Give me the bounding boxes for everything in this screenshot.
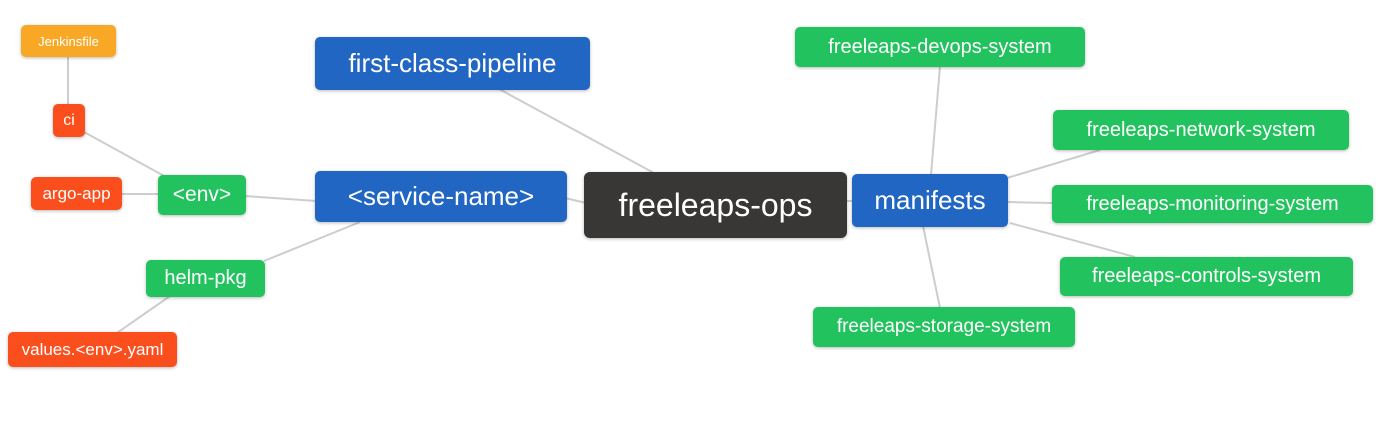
node-freeleaps-devops-system[interactable]: freeleaps-devops-system (795, 27, 1085, 67)
node-argo-app[interactable]: argo-app (31, 177, 122, 210)
edge-manifests-storage (922, 225, 941, 309)
edge-manifests-monitoring (1006, 201, 1054, 204)
edge-values-helm-pkg (116, 295, 171, 334)
node-freeleaps-storage-system[interactable]: freeleaps-storage-system (813, 307, 1075, 347)
node-freeleaps-ops-root[interactable]: freeleaps-ops (584, 172, 847, 238)
node-env[interactable]: <env> (158, 175, 246, 215)
node-service-name[interactable]: <service-name> (315, 171, 567, 222)
node-first-class-pipeline[interactable]: first-class-pipeline (315, 37, 590, 90)
edge-manifests-devops (930, 65, 941, 176)
edge-helm-pkg-service-name (263, 221, 361, 262)
node-ci[interactable]: ci (53, 104, 85, 137)
edge-manifests-network (1006, 149, 1101, 179)
node-freeleaps-controls-system[interactable]: freeleaps-controls-system (1060, 257, 1353, 296)
edge-env-service-name (244, 195, 317, 202)
node-jenkinsfile[interactable]: Jenkinsfile (21, 25, 116, 57)
edge-service-name-ops (564, 197, 587, 204)
node-freeleaps-network-system[interactable]: freeleaps-network-system (1053, 110, 1349, 150)
node-helm-pkg[interactable]: helm-pkg (146, 260, 265, 297)
edge-pipeline-ops (498, 88, 655, 174)
edge-manifests-controls (1009, 222, 1136, 258)
node-freeleaps-monitoring-system[interactable]: freeleaps-monitoring-system (1052, 185, 1373, 223)
node-values-env-yaml[interactable]: values.<env>.yaml (8, 332, 177, 367)
edge-ci-env (83, 131, 167, 178)
node-manifests[interactable]: manifests (852, 174, 1008, 227)
